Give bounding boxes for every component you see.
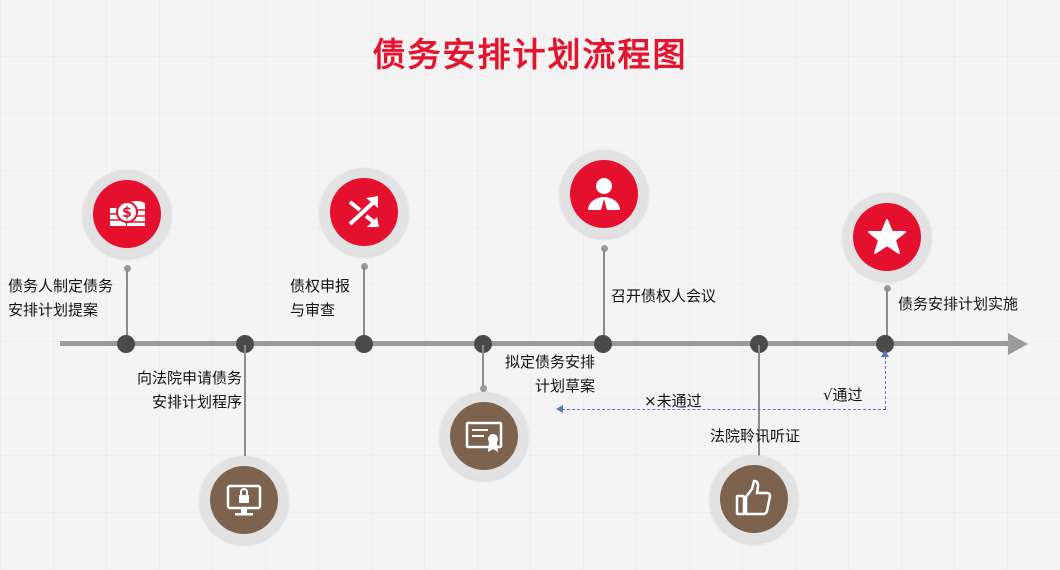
thumbs-up-icon <box>735 479 772 516</box>
step-2-dot <box>236 335 254 353</box>
step-7-label: 债务安排计划实施 <box>898 295 1019 313</box>
step-4-node <box>440 392 528 480</box>
computer-lock-icon <box>226 484 262 516</box>
star-icon <box>868 219 906 254</box>
person-icon <box>588 178 620 210</box>
step-4-dot <box>474 335 492 353</box>
step-3-label: 债权申报与审查 <box>290 277 351 319</box>
step-7-dot <box>876 335 894 353</box>
step-1-node: $ <box>83 170 171 258</box>
step-6-label: 法院聆讯听证 <box>710 427 801 445</box>
timeline-arrowhead <box>1008 333 1028 355</box>
step-7-node <box>843 193 931 281</box>
step-1-label: 债务人制定债务安排计划提案 <box>8 277 114 319</box>
feedback-arrow-up <box>881 350 889 357</box>
step-6-dot <box>750 335 768 353</box>
money-coins-icon: $ <box>110 201 145 226</box>
page-title: 债务安排计划流程图 <box>372 35 688 74</box>
step-6-node <box>710 455 798 543</box>
pass-label: √通过 <box>823 386 863 404</box>
step-4-label: 拟定债务安排计划草案 <box>504 353 595 395</box>
feedback-vertical-line <box>885 356 886 409</box>
step-1-dot <box>117 335 135 353</box>
step-5-label: 召开债权人会议 <box>611 287 717 305</box>
step-3-node <box>320 168 408 256</box>
timeline-axis <box>60 341 1010 346</box>
step-3-dot <box>355 335 373 353</box>
step-5-node <box>560 150 648 238</box>
fail-label: ×未通过 <box>644 392 702 410</box>
step-2-label: 向法院申请债务安排计划程序 <box>136 369 242 411</box>
certificate-icon <box>465 421 503 452</box>
shuffle-arrows-icon <box>348 196 379 227</box>
svg-text:$: $ <box>122 205 132 221</box>
step-5-dot <box>594 335 612 353</box>
feedback-arrow-left <box>556 405 563 413</box>
feedback-dashed-line <box>562 409 886 410</box>
step-2-node <box>200 456 288 544</box>
